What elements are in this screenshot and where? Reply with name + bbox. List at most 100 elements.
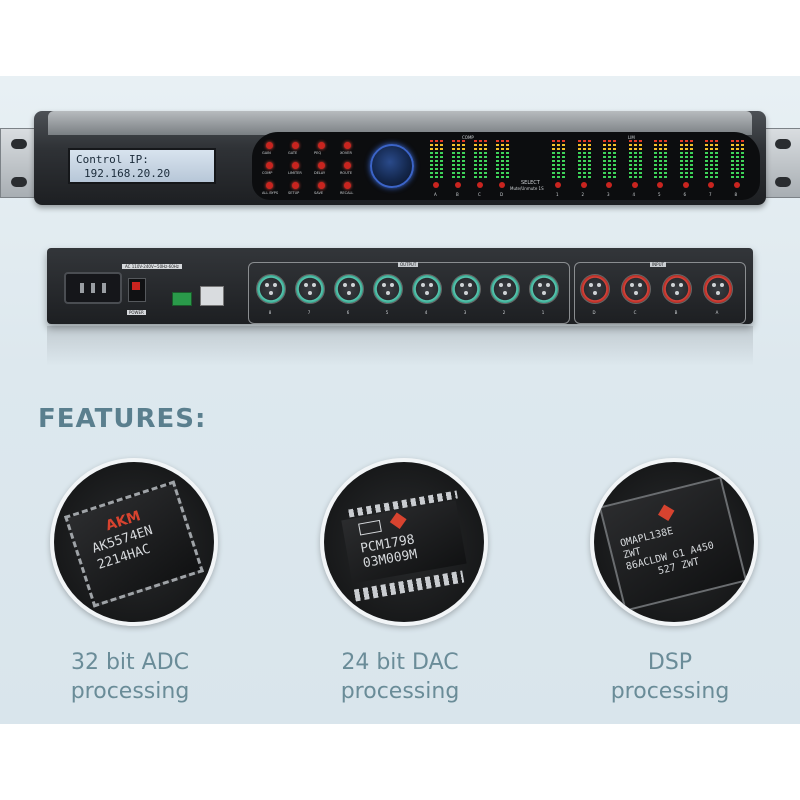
jack-label: D [592,310,596,315]
meter-segments [608,138,611,178]
meter-segments [557,138,560,178]
lcd-line-1: Control IP: [76,153,149,166]
channel-label: 5 [658,192,661,197]
function-button[interactable] [318,142,325,149]
channel-mute-button[interactable] [708,182,714,188]
rs485-terminal[interactable] [172,292,192,306]
meter-segments [435,138,438,178]
left-rack-ear [0,128,38,198]
function-button[interactable] [292,142,299,149]
jack-label: A [715,310,719,315]
channel-label: A [434,192,437,197]
jack-label: 6 [346,310,350,315]
power-label: POWER [127,310,146,315]
meter-segments [664,138,667,178]
xlr-input-jack[interactable] [580,274,610,304]
channel-mute-button[interactable] [433,182,439,188]
xlr-output-jack[interactable] [295,274,325,304]
xlr-output-jack[interactable] [529,274,559,304]
caption-line: processing [610,679,730,704]
function-button-label: GATE [288,151,298,155]
lcd-display: Control IP: 192.168.20.20 [68,148,216,184]
meter-segments [457,138,460,178]
function-button-label: RECALL [340,191,354,195]
meter-segments [484,138,487,178]
meter-segments [659,138,662,178]
channel-mute-button[interactable] [657,182,663,188]
xlr-output-jack[interactable] [256,274,286,304]
function-button[interactable] [266,182,273,189]
feature-adc-caption: 32 bit ADC processing [20,648,240,706]
function-button[interactable] [266,142,273,149]
xlr-input-jack[interactable] [703,274,733,304]
channel-mute-button[interactable] [455,182,461,188]
function-button[interactable] [344,142,351,149]
function-button[interactable] [344,162,351,169]
channel-mute-button[interactable] [499,182,505,188]
caption-line: processing [70,679,190,704]
xlr-output-jack[interactable] [373,274,403,304]
function-button[interactable] [266,162,273,169]
xlr-output-jack[interactable] [334,274,364,304]
function-button-label: GAIN [262,151,271,155]
function-button-label: ALL BYPS [262,191,279,195]
meter-segments [577,138,581,178]
jack-label: 5 [385,310,389,315]
function-button-label: LIMITER [288,171,302,175]
output-label: OUTPUT [398,262,419,267]
channel-label: C [478,192,481,197]
channel-label: 6 [683,192,687,197]
function-button[interactable] [292,162,299,169]
caption-line: DSP [647,650,693,675]
xlr-output-jack[interactable] [412,274,442,304]
meter-segments [587,138,591,178]
channel-mute-button[interactable] [682,182,689,188]
power-switch[interactable] [128,278,146,302]
xlr-input-jack[interactable] [621,274,651,304]
xlr-output-jack[interactable] [451,274,481,304]
meter-segments [430,138,433,178]
right-rack-ear [764,128,800,198]
function-button-label: COMP [262,171,273,175]
meter-segments [613,138,616,178]
channel-label: 8 [734,192,738,197]
channel-mute-button[interactable] [733,182,740,188]
channel-mute-button[interactable] [631,182,638,188]
xlr-output-jack[interactable] [490,274,520,304]
xlr-input-jack[interactable] [662,274,692,304]
feature-adc-image: AKM AK5574EN 2214HAC [50,458,218,626]
channel-mute-button[interactable] [477,182,483,188]
function-button-label: DELAY [314,171,326,175]
rotary-encoder-knob[interactable] [370,144,414,188]
function-button[interactable] [344,182,351,189]
jack-label: 2 [502,310,506,315]
jack-label: B [674,310,678,315]
meter-segments [582,138,586,178]
channel-mute-button[interactable] [555,182,561,188]
meter-segments [633,138,637,178]
function-button[interactable] [318,162,325,169]
jack-label: 4 [424,310,428,315]
channel-mute-button[interactable] [580,182,587,188]
jack-label: 7 [307,310,311,315]
function-button[interactable] [318,182,325,189]
meter-segments [506,138,509,178]
meter-segments [684,138,688,178]
channel-label: 1 [556,192,559,197]
power-inlet [64,272,122,304]
channel-label: B [456,192,459,197]
chassis-top [48,111,752,135]
meter-segments [562,138,565,178]
ethernet-port[interactable] [200,286,224,306]
meter-segments [474,138,477,178]
meter-segments [440,138,443,178]
select-label: SELECT [521,180,540,186]
function-button[interactable] [292,182,299,189]
caption-line: 24 bit DAC [341,650,459,675]
function-button-label: SETUP [288,191,300,195]
meter-segments [679,138,683,178]
feature-dac-caption: 24 bit DAC processing [290,648,510,706]
channel-mute-button[interactable] [606,182,612,188]
meter-segments [705,138,708,178]
jack-label: 8 [268,310,272,315]
